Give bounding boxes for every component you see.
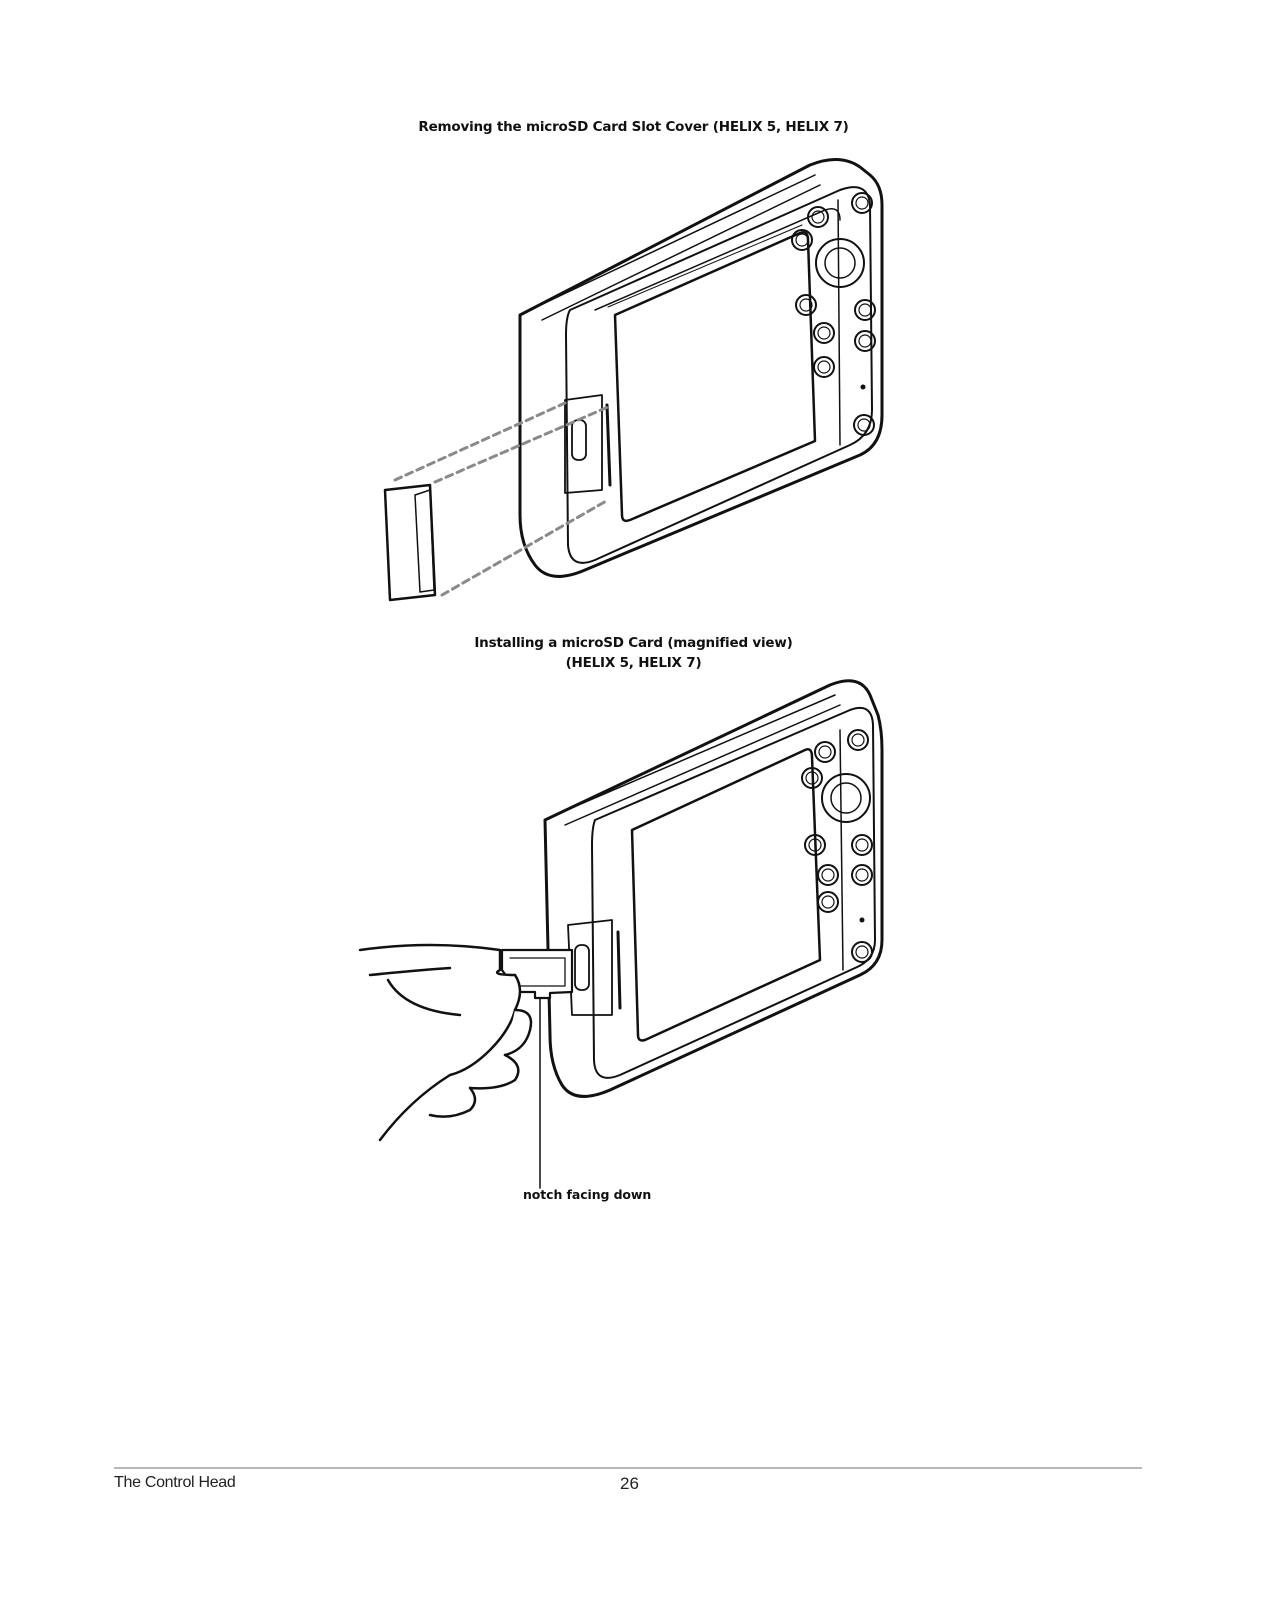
- device-body: [543, 679, 884, 1098]
- footer-divider: [114, 1467, 1142, 1469]
- figure-1-title: Removing the microSD Card Slot Cover (HE…: [418, 119, 849, 135]
- device-buttons: [801, 729, 873, 963]
- footer-section-title: The Control Head: [114, 1474, 236, 1491]
- device-bezel: [565, 186, 873, 564]
- figure-1-illustration: [383, 158, 884, 602]
- device-body: [518, 158, 884, 578]
- figure-2-title-line-1: Installing a microSD Card (magnified vie…: [474, 635, 793, 651]
- page-number: 26: [620, 1474, 639, 1493]
- device-screen: [613, 231, 817, 523]
- guide-lines: [393, 401, 610, 597]
- device-bezel: [591, 706, 876, 1079]
- figure-2-title-line-2: (HELIX 5, HELIX 7): [565, 655, 702, 671]
- device-screen: [630, 748, 822, 1042]
- notch-callout-label: notch facing down: [523, 1187, 652, 1202]
- hand: [358, 943, 533, 1142]
- device-buttons: [791, 192, 876, 436]
- slot-cover: [383, 483, 437, 602]
- figure-2-illustration: [358, 679, 884, 1189]
